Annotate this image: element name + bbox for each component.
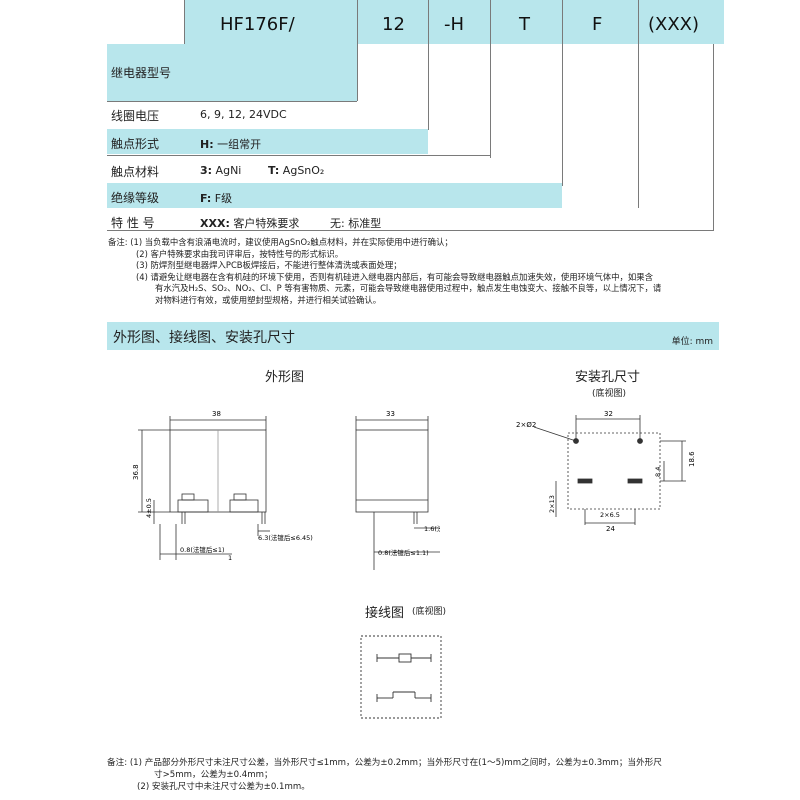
- row-value-special: XXX: 客户特殊要求: [200, 215, 299, 231]
- code-part-insulation: F: [592, 14, 603, 35]
- connector-line: [184, 0, 185, 44]
- code-part-contact-form: -H: [444, 14, 465, 35]
- terminal-tab: [181, 493, 195, 501]
- dim-label: 33: [386, 410, 395, 418]
- connector-line: [428, 0, 429, 130]
- footnote-line: 寸>5mm，公差为±0.4mm；: [154, 770, 273, 780]
- row-value-contact-material-2: T: AgSnO₂: [268, 164, 324, 177]
- dim-label: 38: [212, 410, 221, 418]
- section-header: 外形图、接线图、安装孔尺寸 单位: mm: [107, 322, 719, 350]
- row-label-contact-form: 触点形式: [111, 137, 160, 151]
- row-label-special: 特 性 号: [111, 216, 155, 230]
- code-row-bar: [184, 0, 724, 44]
- dim-label: 32: [604, 410, 613, 418]
- dim-label: 18.6: [688, 451, 696, 467]
- dim-label: 4±0.5: [145, 498, 153, 518]
- code-desc: 客户特殊要求: [229, 217, 300, 230]
- code-desc: AgSnO₂: [279, 164, 325, 177]
- code-bold: H:: [200, 138, 214, 151]
- code-bold: T:: [268, 164, 280, 177]
- mount-title: 安装孔尺寸: [575, 370, 641, 385]
- outline-title: 外形图: [265, 370, 305, 385]
- row-label-insulation: 绝缘等级: [111, 191, 160, 205]
- note-line: 对物料进行有效，或使用塑封型规格，并进行相关试验确认。: [155, 294, 382, 305]
- code-desc: AgNi: [212, 164, 242, 177]
- connector-line: [713, 44, 714, 230]
- row-label-coil-voltage: 线圈电压: [111, 109, 160, 123]
- note-line: 有水汽及H₂S、SO₂、NO₂、Cl、P 等有害物质、元素，可能会导致继电器使用…: [155, 283, 662, 293]
- code-bold: XXX:: [200, 217, 230, 230]
- code-part-model: HF176F/: [220, 14, 295, 35]
- footnote-line: 备注: (1) 产品部分外形尺寸未注尺寸公差，当外形尺寸≤1mm，公差为±0.2…: [107, 757, 662, 769]
- dim-label: 2×Ø2: [516, 421, 536, 429]
- notes-prefix: 备注:: [108, 237, 128, 247]
- code-desc: 一组常开: [213, 138, 262, 151]
- notes-block: 备注: (1) 当负载中含有浪涌电流时，建议使用AgSnO₂触点材料，并在实际使…: [108, 237, 661, 306]
- footnote-line: (2) 安装孔尺寸中未注尺寸公差为±0.1mm。: [137, 782, 310, 792]
- row-value-coil-voltage: 6, 9, 12, 24VDC: [200, 108, 287, 121]
- row-value-contact-material: 3: AgNi: [200, 164, 241, 177]
- row-value-contact-form: H: 一组常开: [200, 136, 261, 152]
- footnotes-prefix: 备注:: [107, 758, 128, 768]
- dim-label: 1.6(法镀后≤1.8): [424, 524, 440, 533]
- note-line: (3) 防焊剂型继电器焊入PCB板焊接后，不能进行整体清洗或表面处理；: [136, 260, 402, 270]
- code-part-voltage: 12: [382, 14, 405, 35]
- relay-side-body: [355, 429, 429, 513]
- dim-label: 8.4: [654, 467, 662, 477]
- dim-label: 0.8(法镀后≤1.1): [378, 548, 429, 557]
- connector-line: [562, 0, 563, 186]
- row-label-contact-material: 触点材料: [111, 165, 160, 179]
- code-bold: F:: [200, 192, 212, 205]
- row-divider: [107, 101, 357, 102]
- row-value-standard: 无: 标准型: [330, 217, 382, 230]
- row-divider: [107, 230, 714, 231]
- footnote-text: (1) 产品部分外形尺寸未注尺寸公差，当外形尺寸≤1mm，公差为±0.2mm；当…: [129, 758, 662, 768]
- dim-label: 2×13: [548, 495, 556, 513]
- code-row: HF176F/ 12 -H T F (XXX): [184, 0, 724, 44]
- row-model-bg: [107, 44, 357, 101]
- pad-slot: [577, 478, 593, 484]
- code-part-contact-material: T: [519, 14, 530, 35]
- note-line: 备注: (1) 当负载中含有浪涌电流时，建议使用AgSnO₂触点材料，并在实际使…: [108, 237, 661, 249]
- wiring-title: 接线图: [365, 606, 405, 621]
- dim-label: 0.8(法镀后≤1): [180, 545, 225, 554]
- row-contact-form-bg: [107, 129, 428, 154]
- connector-line: [490, 0, 491, 158]
- dim-label: 2×6.5: [600, 511, 620, 519]
- dim-label: 24: [606, 525, 615, 533]
- code-part-special: (XXX): [648, 14, 700, 35]
- mount-subtitle: (底视图): [592, 389, 627, 399]
- wiring-subtitle: (底视图): [412, 607, 447, 617]
- section-unit: 单位: mm: [671, 337, 713, 347]
- row-divider: [107, 155, 490, 156]
- terminal-tab: [233, 493, 247, 501]
- row-insulation-bg: [107, 183, 562, 208]
- footnotes-block: 备注: (1) 产品部分外形尺寸未注尺寸公差，当外形尺寸≤1mm，公差为±0.2…: [107, 757, 662, 793]
- note-line: (2) 客户特殊要求由我司评审后，按特性号的形式标识。: [136, 248, 344, 259]
- footprint-outline: [567, 432, 661, 510]
- row-label-model: 继电器型号: [111, 66, 172, 80]
- wiring-diagram: [360, 635, 442, 719]
- outline-drawing: 38 33 36.8 4±0.5 1 6.3(法镀后≤6.45) 0.8(法镀后…: [132, 410, 440, 570]
- code-bold: 3:: [200, 164, 213, 177]
- note-text: (1) 当负载中含有浪涌电流时，建议使用AgSnO₂触点材料，并在实际使用中进行…: [130, 237, 453, 247]
- pad-slot: [627, 478, 643, 484]
- leader-line: [533, 426, 577, 442]
- footprint-outline: [360, 635, 442, 719]
- note-line: (4) 请避免让继电器在含有机硅的环境下使用，否则有机硅进入继电器内部后，有可能…: [136, 271, 654, 282]
- code-desc: F级: [211, 192, 233, 205]
- base-step: [229, 499, 259, 513]
- connector-line: [638, 0, 639, 208]
- row-value-insulation: F: F级: [200, 190, 232, 206]
- section-title: 外形图、接线图、安装孔尺寸: [113, 330, 295, 346]
- coil-symbol: [398, 653, 412, 663]
- mount-drawing: 2×Ø2 32 18.6 8.4 2×13 2×6.5 24: [516, 410, 696, 533]
- connector-line: [357, 0, 358, 101]
- dim-label: 36.8: [132, 464, 140, 480]
- dim-label: 6.3(法镀后≤6.45): [258, 533, 313, 542]
- dim-label: 1: [228, 554, 232, 562]
- base-step: [177, 499, 209, 513]
